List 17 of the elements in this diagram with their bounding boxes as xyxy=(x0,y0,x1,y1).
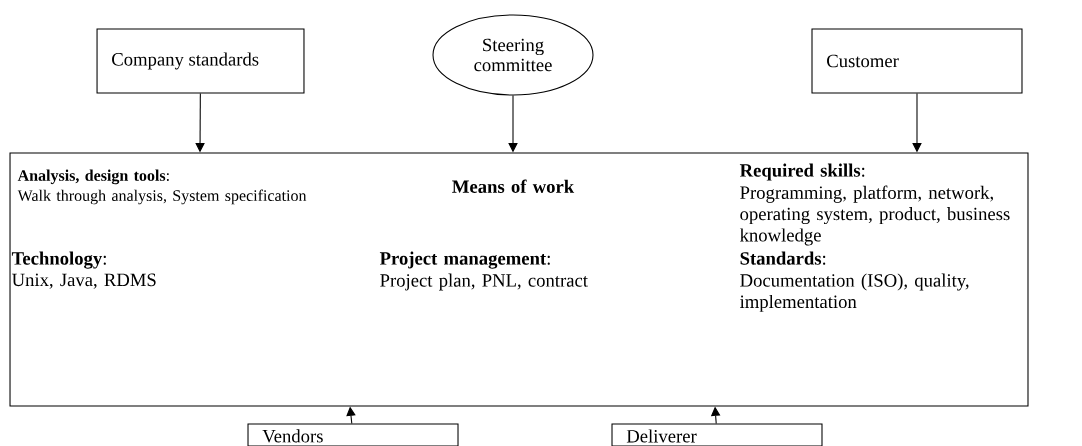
process-box: Customer xyxy=(811,28,1023,94)
section-text: Project plan, PNL, contract xyxy=(380,273,588,291)
section-heading: Project management: xyxy=(379,251,550,269)
heading: Means of work xyxy=(452,179,575,193)
ellipse-node: Steering committee xyxy=(432,14,594,96)
section-text: Walk through analysis, System specification xyxy=(17,189,307,205)
section-text: Unix, Java, RDMS xyxy=(12,273,156,289)
section-heading: Analysis, design tools: xyxy=(17,169,169,185)
section-heading: Technology: xyxy=(11,251,106,269)
process-box: Deliverer xyxy=(611,423,823,446)
means-box xyxy=(9,152,1029,407)
process-box: Company standards xyxy=(96,28,305,94)
section-text: Documentation (ISO), quality, implementation xyxy=(740,273,969,312)
section-heading: Required skills: xyxy=(739,163,865,181)
section-heading: Standards: xyxy=(740,251,826,265)
section-text: Programming, platform, network, operating system, product, business knowledge xyxy=(739,185,1010,246)
process-box: Vendors xyxy=(247,423,459,446)
